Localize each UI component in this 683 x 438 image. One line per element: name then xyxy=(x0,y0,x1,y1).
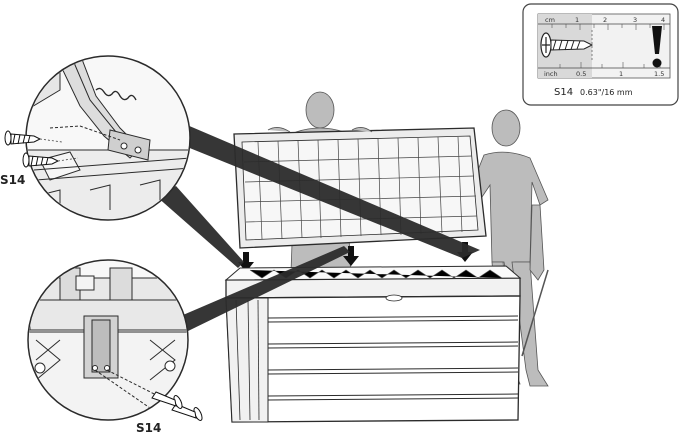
screw-icon xyxy=(151,391,203,421)
part-size: 0.63"/16 mm xyxy=(580,88,633,97)
zoom-connector-upper-2 xyxy=(156,186,244,268)
part-code: S14 xyxy=(554,87,573,98)
ruler-tick-cm: 3 xyxy=(633,16,637,24)
ruler-unit-inch: inch xyxy=(544,70,558,78)
ruler-tick-inch: 0.5 xyxy=(576,70,586,78)
ruler-tick-cm: 4 xyxy=(661,16,665,24)
hinge-detail-upper: S14 xyxy=(0,55,191,221)
ruler-tick-cm: 1 xyxy=(575,16,579,24)
ruler-tick-inch: 1 xyxy=(619,70,623,78)
storage-box-body xyxy=(224,265,522,423)
callout-label-lower: S14 xyxy=(136,421,161,434)
ruler-tick-cm: 2 xyxy=(603,16,607,24)
storage-box-lid xyxy=(233,127,487,249)
exclamation-icon xyxy=(652,26,662,68)
screw-icon xyxy=(4,130,60,168)
screw-spec-box: cm 1 2 3 4 inch 0.5 1 1.5 xyxy=(522,3,679,106)
ruler-tick-inch: 1.5 xyxy=(654,70,664,78)
tool-stick xyxy=(521,269,549,357)
zoom-connector-upper xyxy=(150,122,480,258)
screw-icon xyxy=(540,32,594,58)
ruler-unit-cm: cm xyxy=(545,16,555,24)
zoom-connector-lower xyxy=(176,246,350,332)
callout-label-upper: S14 xyxy=(0,173,25,187)
hinge-detail-lower: S14 xyxy=(27,259,203,435)
